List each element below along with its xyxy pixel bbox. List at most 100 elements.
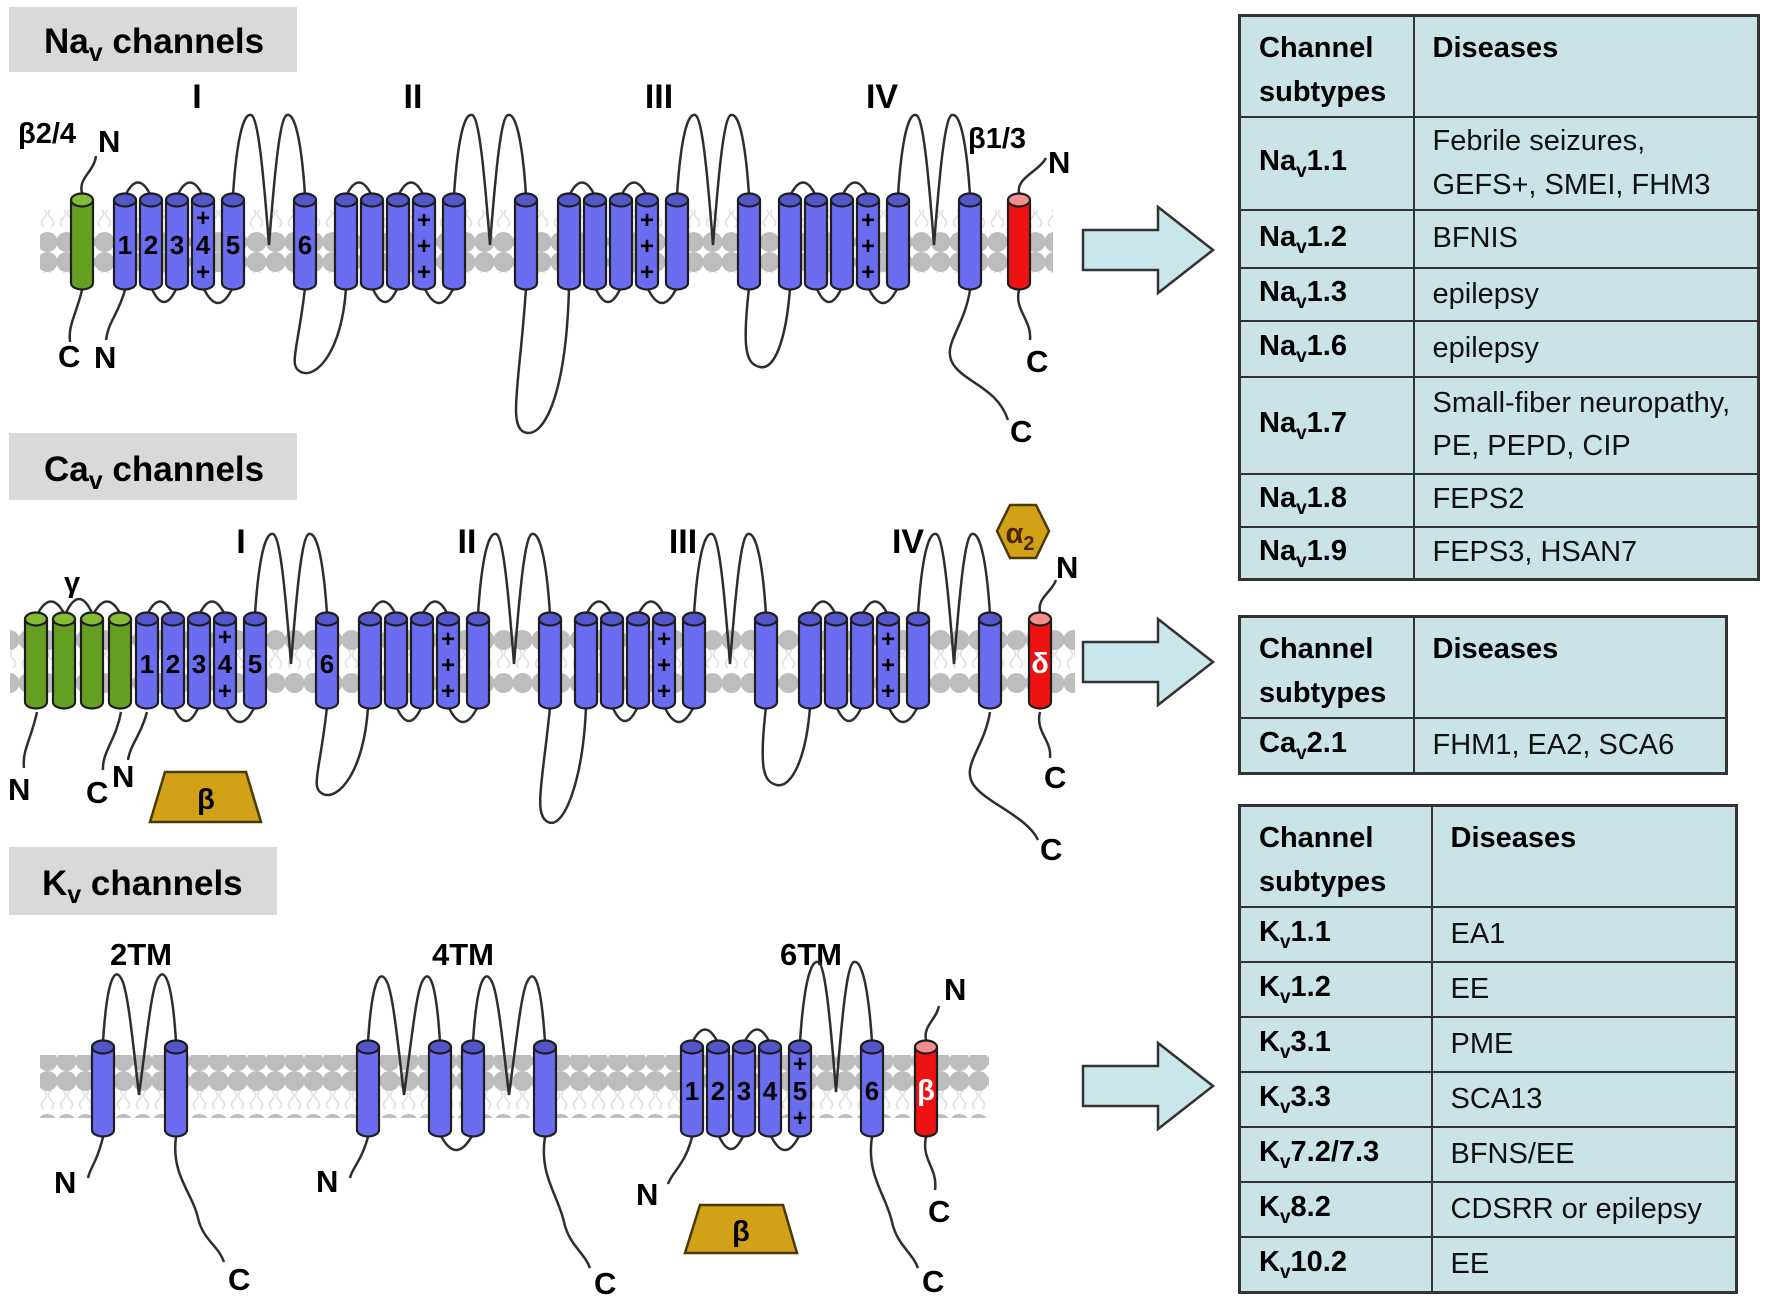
nav-beta13-n-tail [1017, 157, 1048, 194]
kv-seg3: 3 [737, 1076, 751, 1106]
cav-domain-IV-label: IV [892, 523, 924, 561]
cav-seg2: 2 [166, 649, 180, 679]
cav-linker-1-2 [315, 706, 370, 797]
diseases-cell: FEPS3, HSAN7 [1412, 525, 1760, 581]
kv-2tm-label: 2TM [110, 937, 172, 972]
cav-seg6: 6 [320, 649, 334, 679]
cav-gamma-cyl3 [79, 611, 105, 710]
kv-seg1: 1 [685, 1076, 699, 1106]
kv-4tm-cyl3 [460, 1039, 486, 1138]
arrow-right-icon [1081, 1040, 1216, 1132]
cav-gamma-loop3 [91, 600, 123, 616]
nav-beta24-c: C [58, 339, 80, 374]
cav-alpha-n: N [112, 759, 134, 794]
kv-beta-trapezoid [683, 1203, 799, 1255]
kv-4tm-cyl4 [532, 1039, 558, 1138]
kv-6tm-c: C [922, 1264, 944, 1299]
kv-beta-n: N [944, 972, 966, 1007]
diseases-cell: epilepsy [1412, 319, 1760, 378]
svg-text:+: + [417, 233, 431, 260]
nav-beta24-n-tail [80, 155, 98, 194]
table-row: Kv7.2/7.3 BFNS/EE [1238, 1126, 1738, 1183]
nav-disease-table: Channel subtypes Diseases Nav1.1 Febrile… [1238, 14, 1760, 581]
nav-seg2: 2 [144, 230, 158, 260]
channel-subtype-cell: Kv3.3 [1238, 1071, 1433, 1128]
cav-gamma-c: C [86, 775, 108, 810]
kv-seg5: 5 [793, 1076, 807, 1106]
cav-title-box [9, 433, 297, 500]
channel-subtype-cell: Nav1.1 [1238, 116, 1415, 211]
cav-alpha-c: C [1040, 832, 1062, 867]
diseases-cell: SCA13 [1430, 1071, 1738, 1128]
channel-subtype-cell: Nav1.7 [1238, 375, 1415, 475]
arrow-right-icon [1081, 616, 1216, 708]
nav-linker-1-2 [293, 287, 348, 375]
nav-beta24-c-tail [68, 289, 84, 343]
diseases-cell: EE [1430, 1236, 1738, 1293]
channel-subtypes-header: Channel subtypes [1238, 615, 1415, 719]
kv-4tm-loop2 [471, 975, 547, 1096]
diseases-cell: EA1 [1430, 906, 1738, 963]
svg-text:+: + [640, 207, 654, 234]
nav-alpha-n: N [94, 340, 116, 375]
table-row: Kv10.2 EE [1238, 1236, 1738, 1293]
kv-6tm-c-tail [869, 1136, 920, 1269]
channel-subtype-cell: Nav1.9 [1238, 525, 1415, 581]
kv-2tm-cyl2 [163, 1039, 189, 1138]
cav-delta-n-tail [1038, 579, 1058, 613]
diseases-cell: CDSRR or epilepsy [1430, 1181, 1738, 1238]
kv-4tm-n: N [316, 1164, 338, 1199]
svg-text:+: + [881, 678, 895, 705]
nav-beta13-c-tail [1016, 289, 1032, 341]
table-row: Cav2.1 FHM1, EA2, SCA6 [1238, 717, 1728, 774]
nav-seg5: 5 [226, 230, 240, 260]
kv-2tm-c: C [228, 1262, 250, 1297]
kv-seg4: 4 [763, 1076, 778, 1106]
svg-text:+: + [441, 626, 455, 653]
cav-seg3: 3 [192, 649, 206, 679]
channel-subtypes-header: Channel subtypes [1238, 804, 1433, 908]
cav-domain-II-label: II [458, 523, 477, 561]
svg-text:+: + [657, 678, 671, 705]
cav-s4-plus-bottom: + [218, 678, 232, 705]
svg-text:+: + [441, 678, 455, 705]
nav-alpha-c-tail [948, 289, 1010, 421]
kv-4tm-cyl2 [427, 1039, 453, 1138]
kv-2tm-n: N [54, 1165, 76, 1200]
nav-domain-IV-label: IV [866, 78, 898, 116]
cav-gamma-n: N [8, 772, 30, 807]
table-row: Kv8.2 CDSRR or epilepsy [1238, 1181, 1738, 1238]
channel-subtype-cell: Nav1.3 [1238, 267, 1415, 322]
kv-4tm-loop1 [366, 975, 442, 1096]
channel-subtypes-header: Channel subtypes [1238, 14, 1415, 118]
table-row: Nav1.3 epilepsy [1238, 267, 1760, 322]
kv-beta-n-tail [924, 1005, 941, 1041]
cav-beta-label: β [197, 784, 215, 816]
svg-text:+: + [861, 259, 875, 286]
nav-alpha-c: C [1010, 414, 1032, 449]
cav-delta-c-tail [1037, 711, 1052, 759]
nav-seg1: 1 [118, 230, 132, 260]
nav-seg3: 3 [170, 230, 184, 260]
nav-beta13-n: N [1048, 145, 1070, 180]
nav-seg4: 4 [196, 230, 211, 260]
table-row: Kv3.3 SCA13 [1238, 1071, 1738, 1128]
diseases-header: Diseases [1412, 14, 1760, 118]
kv-4tm-cyl1 [355, 1039, 381, 1138]
nav-domain-III [558, 115, 760, 303]
table-row: Nav1.2 BFNIS [1238, 209, 1760, 269]
kv-2tm-c-tail [173, 1136, 226, 1263]
kv-4tm-c: C [594, 1266, 616, 1301]
cav-domain-IV [799, 534, 1001, 722]
cav-seg4: 4 [218, 649, 233, 679]
table-row: Nav1.7 Small-fiber neuropathy,PE, PEPD, … [1238, 375, 1760, 475]
diseases-cell: FEPS2 [1412, 472, 1760, 528]
svg-text:+: + [881, 652, 895, 679]
table-header-row: Channel subtypes Diseases [1238, 14, 1760, 118]
nav-domain-III-label: III [645, 78, 673, 116]
cav-alpha2-label: α2 [1006, 518, 1035, 555]
svg-text:+: + [417, 259, 431, 286]
channel-subtype-cell: Kv10.2 [1238, 1236, 1433, 1293]
cav-seg1: 1 [140, 649, 154, 679]
